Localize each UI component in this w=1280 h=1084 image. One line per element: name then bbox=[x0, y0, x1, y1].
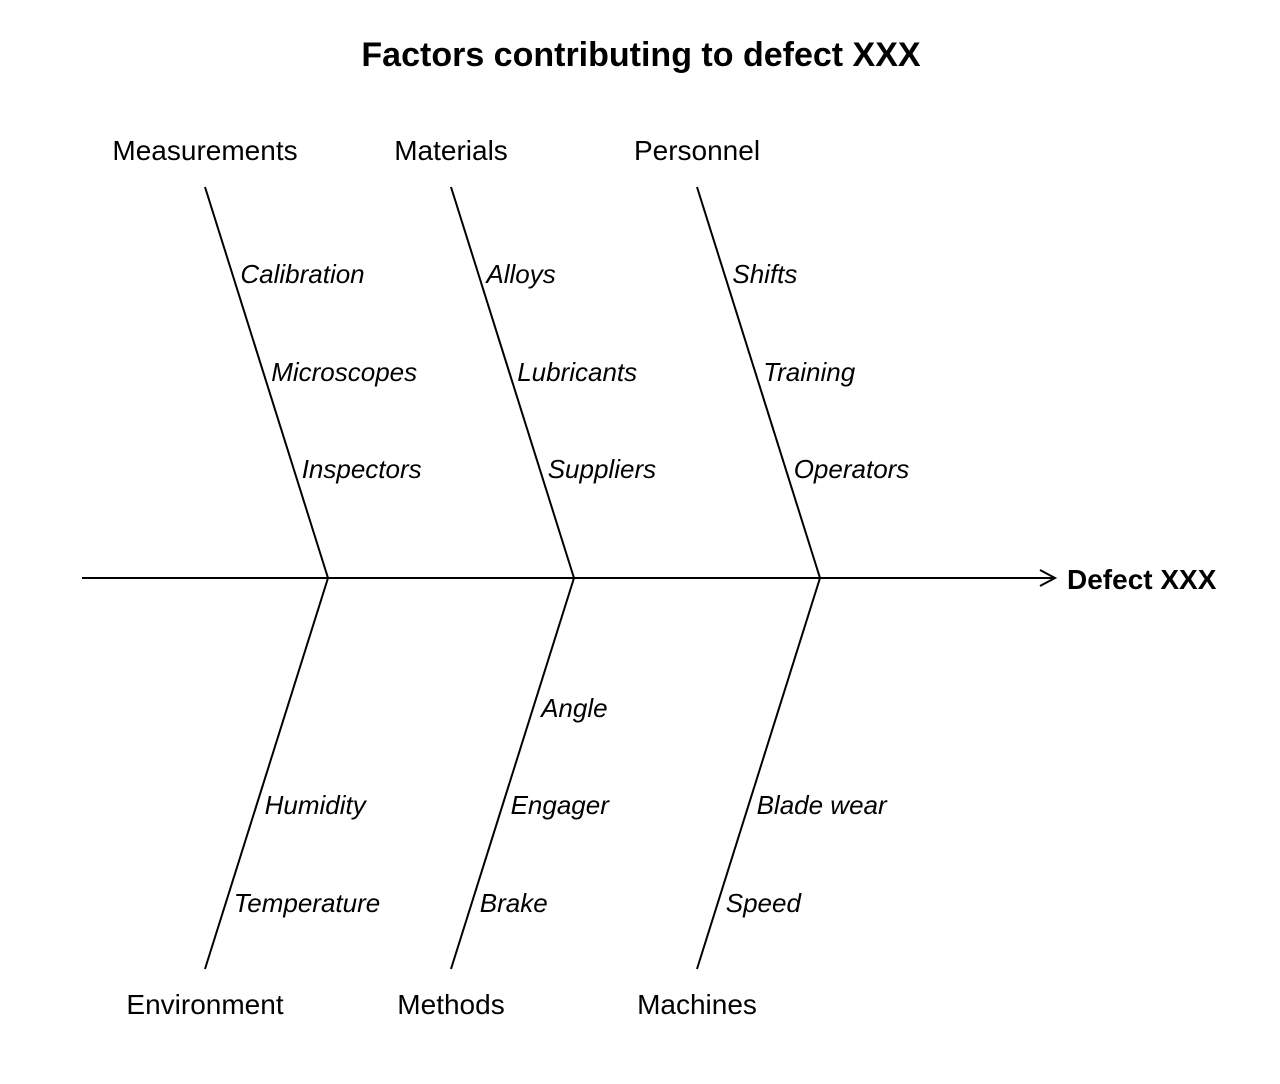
cause-label: Blade wear bbox=[757, 790, 888, 820]
bone-measurements: MeasurementsCalibrationMicroscopesInspec… bbox=[112, 135, 422, 579]
cause-label: Speed bbox=[726, 888, 803, 918]
category-label: Methods bbox=[397, 989, 504, 1020]
bone-line bbox=[696, 577, 821, 970]
cause-label: Inspectors bbox=[302, 454, 422, 484]
bone-line bbox=[450, 577, 575, 970]
cause-label: Humidity bbox=[265, 790, 368, 820]
cause-label: Suppliers bbox=[548, 454, 656, 484]
cause-label: Lubricants bbox=[517, 357, 637, 387]
cause-label: Alloys bbox=[484, 259, 555, 289]
category-label: Environment bbox=[126, 989, 283, 1020]
spine-arrowhead bbox=[1039, 569, 1058, 587]
category-label: Materials bbox=[394, 135, 508, 166]
cause-label: Temperature bbox=[234, 888, 380, 918]
cause-label: Engager bbox=[511, 790, 611, 820]
category-label: Machines bbox=[637, 989, 757, 1020]
cause-label: Calibration bbox=[240, 259, 364, 289]
category-label: Personnel bbox=[634, 135, 760, 166]
cause-label: Microscopes bbox=[271, 357, 417, 387]
bone-line bbox=[450, 186, 575, 579]
bone-line bbox=[204, 186, 329, 579]
cause-label: Shifts bbox=[732, 259, 797, 289]
cause-label: Angle bbox=[539, 693, 608, 723]
cause-label: Brake bbox=[480, 888, 548, 918]
cause-label: Training bbox=[763, 357, 856, 387]
effect-label: Defect XXX bbox=[1067, 564, 1217, 595]
bone-line bbox=[204, 577, 329, 970]
bones-layer: MeasurementsCalibrationMicroscopesInspec… bbox=[112, 135, 909, 1020]
bone-line bbox=[696, 186, 821, 579]
category-label: Measurements bbox=[112, 135, 297, 166]
cause-label: Operators bbox=[794, 454, 910, 484]
diagram-title: Factors contributing to defect XXX bbox=[361, 36, 920, 74]
